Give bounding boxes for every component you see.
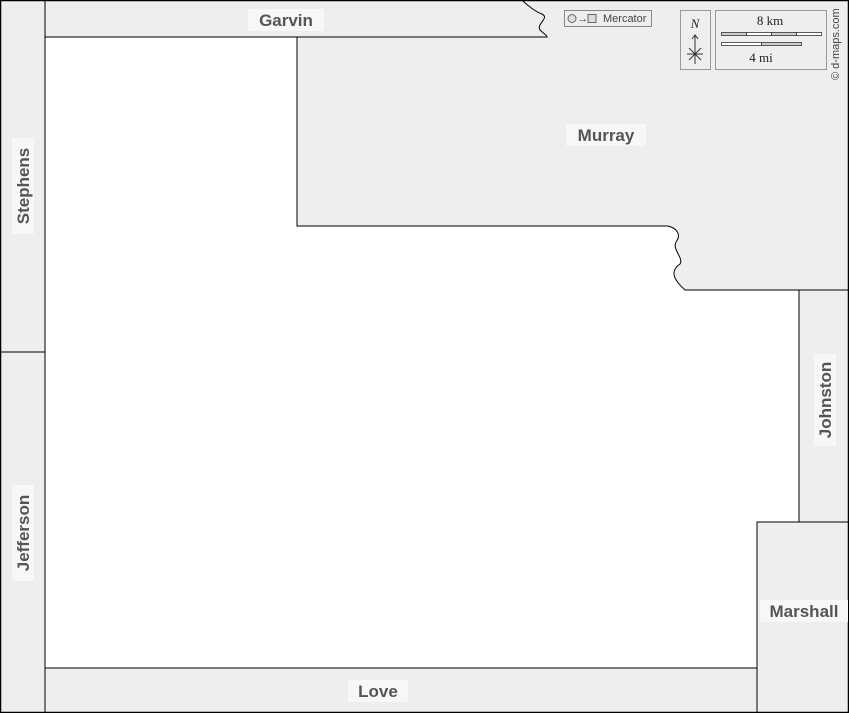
- arrow-icon: →: [577, 13, 588, 25]
- svg-text:Marshall: Marshall: [770, 602, 839, 621]
- square-icon: [587, 14, 597, 23]
- label-johnston: Johnston: [814, 354, 836, 446]
- scale-bar: 8 km 4 mi: [715, 10, 827, 70]
- svg-text:8 km: 8 km: [757, 13, 783, 28]
- svg-text:Stephens: Stephens: [14, 148, 33, 225]
- svg-text:Mercator: Mercator: [603, 13, 647, 25]
- svg-text:4 mi: 4 mi: [749, 50, 773, 65]
- label-murray: Murray: [566, 124, 646, 146]
- label-marshall: Marshall: [760, 600, 848, 622]
- svg-text:Love: Love: [358, 682, 398, 701]
- svg-text:N: N: [690, 16, 701, 31]
- svg-text:Murray: Murray: [578, 126, 635, 145]
- label-jefferson: Jefferson: [12, 485, 34, 581]
- label-love: Love: [348, 680, 408, 702]
- svg-text:Garvin: Garvin: [259, 11, 313, 30]
- svg-text:Johnston: Johnston: [816, 362, 835, 439]
- label-stephens: Stephens: [12, 138, 34, 234]
- label-garvin: Garvin: [248, 9, 324, 31]
- projection-legend: → Mercator: [564, 10, 652, 27]
- compass-icon: [687, 34, 703, 64]
- focus-county[interactable]: [44, 36, 800, 669]
- svg-text:Jefferson: Jefferson: [14, 495, 33, 572]
- north-arrow: N: [680, 10, 711, 70]
- credit: © d-maps.com: [830, 8, 842, 80]
- globe-icon: [567, 14, 577, 23]
